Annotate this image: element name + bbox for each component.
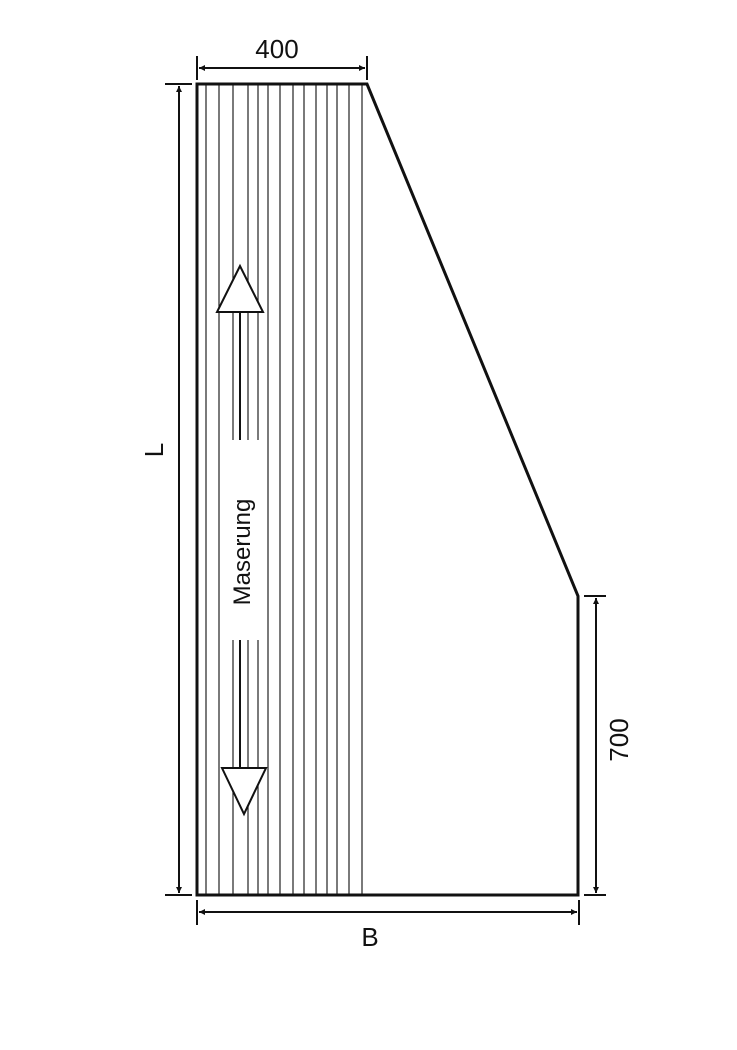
dimension-top-width <box>196 56 368 80</box>
dimension-right-height <box>584 595 606 896</box>
dimension-bottom-width-label: B <box>361 922 378 952</box>
grain-direction-arrow <box>215 263 268 817</box>
grain-label: Maserung <box>229 499 256 606</box>
grain-label-bg <box>222 440 262 640</box>
dimension-right-height-label: 700 <box>604 718 634 761</box>
dimension-top-width-label: 400 <box>255 34 298 64</box>
panel-outline <box>195 82 580 897</box>
dimension-bottom-width <box>196 900 580 925</box>
dimension-length <box>165 83 192 896</box>
dimension-length-label: L <box>139 443 169 457</box>
